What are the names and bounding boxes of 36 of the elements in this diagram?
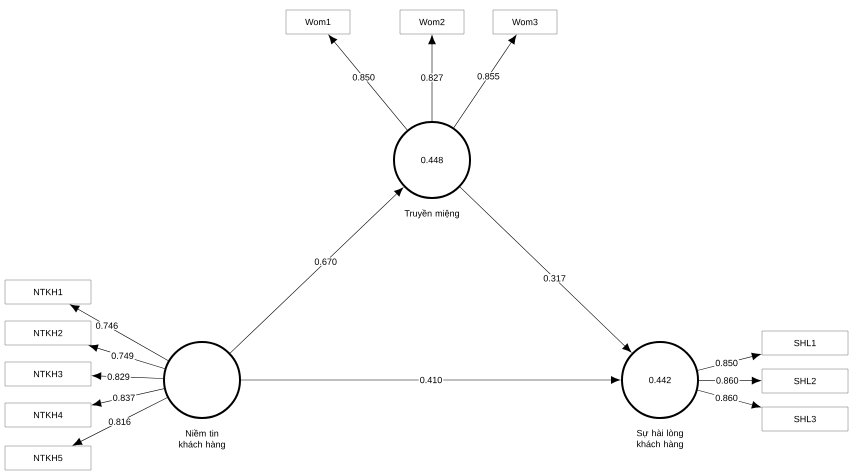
edge-label: 0.746 (94, 321, 120, 330)
arrow (72, 397, 168, 446)
indicator-box: SHL3 (762, 406, 848, 432)
arrow (460, 186, 632, 352)
arrow (70, 304, 168, 361)
indicator-box: SHL1 (762, 330, 848, 356)
indicator-box: Wom2 (400, 10, 464, 34)
edge-label: 0.410 (418, 376, 444, 384)
indicator-box: NTKH3 (4, 362, 92, 386)
arrow (328, 34, 408, 130)
edge-label: 0.855 (476, 72, 501, 80)
edge-label: 0.837 (112, 394, 136, 402)
arrow (454, 34, 516, 128)
edge-label: 0.829 (106, 372, 131, 381)
indicator-box: NTKH1 (4, 280, 92, 304)
edge-label: 0.317 (542, 274, 567, 282)
arrow (428, 35, 436, 122)
edge-label: 0.850 (714, 358, 739, 368)
construct-label: Sự hài lòng khách hàng (636, 430, 683, 450)
edge-label: 0.816 (107, 418, 132, 426)
arrow (240, 376, 620, 384)
construct-label: Truyền miệng (404, 210, 459, 218)
indicator-box: NTKH2 (4, 320, 92, 346)
indicator-box: SHL2 (762, 368, 848, 394)
indicator-box: Wom3 (492, 10, 558, 34)
construct-label: Niềm tin khách hàng (179, 430, 225, 450)
indicator-box: NTKH4 (4, 402, 92, 428)
arrow (230, 187, 404, 354)
edge-label: 0.670 (313, 258, 338, 266)
edge-label: 0.860 (714, 394, 739, 402)
edge-label: 0.860 (715, 376, 740, 385)
indicator-box: NTKH5 (4, 446, 92, 470)
edge-label: 0.749 (110, 352, 135, 360)
edge-label: 0.850 (351, 73, 376, 82)
indicator-box: Wom1 (286, 10, 350, 34)
edge-label: 0.827 (420, 73, 444, 82)
